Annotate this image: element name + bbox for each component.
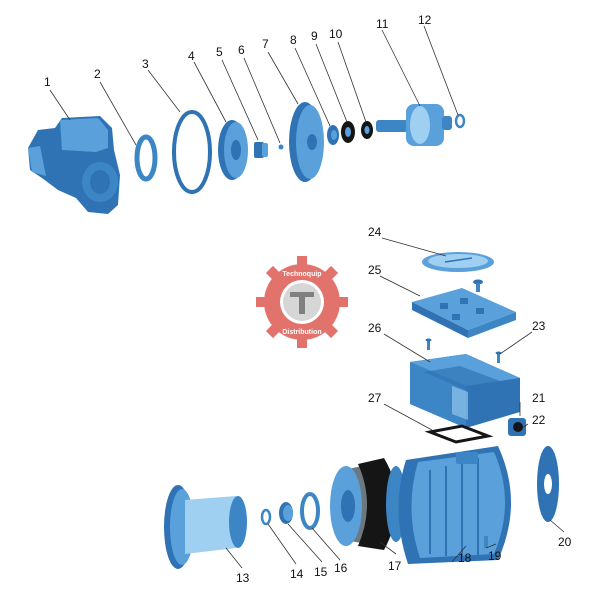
part-5-nut <box>254 142 268 158</box>
part-8-seal-ring <box>327 125 339 145</box>
label-12: 12 <box>418 13 432 27</box>
label-9: 9 <box>311 29 318 43</box>
label-23: 23 <box>532 319 546 333</box>
cover-screw <box>473 279 483 292</box>
part-18-motor-housing <box>398 446 511 564</box>
part-26-terminal-box <box>410 354 520 428</box>
part-15-bearing <box>279 502 293 524</box>
label-20: 20 <box>558 535 572 549</box>
watermark-text-bottom: Distribution <box>282 329 321 336</box>
part-25-terminal-cover <box>412 288 516 338</box>
part-27-box-gasket <box>424 424 494 444</box>
part-10-seal-ring <box>361 121 373 139</box>
part-19-screw <box>484 536 488 548</box>
part-17-stator <box>330 458 406 550</box>
label-24: 24 <box>368 225 382 239</box>
part-4-impeller <box>218 120 248 180</box>
label-18: 18 <box>458 551 472 565</box>
label-27: 27 <box>368 391 382 405</box>
part-14-small-ring <box>260 508 272 526</box>
part-23-screws <box>425 338 502 363</box>
label-21: 21 <box>532 391 546 405</box>
part-21-cable-gland <box>508 418 526 436</box>
part-24-label-plate <box>422 252 494 272</box>
label-19: 19 <box>488 549 502 563</box>
part-11-rotor-shaft <box>376 104 452 146</box>
part-12-small-ring <box>454 113 466 129</box>
label-6: 6 <box>238 43 245 57</box>
label-13: 13 <box>236 571 250 585</box>
part-2-o-ring <box>134 134 158 182</box>
label-4: 4 <box>188 49 195 63</box>
label-8: 8 <box>290 33 297 47</box>
label-11: 11 <box>376 17 389 31</box>
label-5: 5 <box>216 45 223 59</box>
part-20-end-gasket <box>537 446 559 522</box>
part-labels: 1 2 3 4 5 6 7 8 9 10 11 12 13 14 15 16 1… <box>44 13 572 585</box>
label-26: 26 <box>368 321 382 335</box>
watermark-text-top: Technoquip <box>282 271 321 278</box>
label-10: 10 <box>329 27 343 41</box>
part-1-pump-casing <box>28 116 120 214</box>
label-17: 17 <box>388 559 402 573</box>
part-6-pin <box>278 144 284 150</box>
label-7: 7 <box>262 37 269 51</box>
label-16: 16 <box>334 561 348 575</box>
label-22: 22 <box>532 413 546 427</box>
label-15: 15 <box>314 565 328 579</box>
leader-lines <box>49 25 565 569</box>
part-16-ring <box>300 492 320 530</box>
label-25: 25 <box>368 263 382 277</box>
part-13-inlet-flange <box>164 485 247 569</box>
label-1: 1 <box>44 75 51 89</box>
label-14: 14 <box>290 567 304 581</box>
part-7-seal-plate <box>289 102 324 182</box>
part-3-gasket-ring <box>172 110 212 194</box>
label-2: 2 <box>94 67 101 81</box>
technoquip-watermark-logo: Technoquip Distribution <box>256 256 348 348</box>
part-9-seal-ring <box>341 121 355 143</box>
label-3: 3 <box>142 57 149 71</box>
